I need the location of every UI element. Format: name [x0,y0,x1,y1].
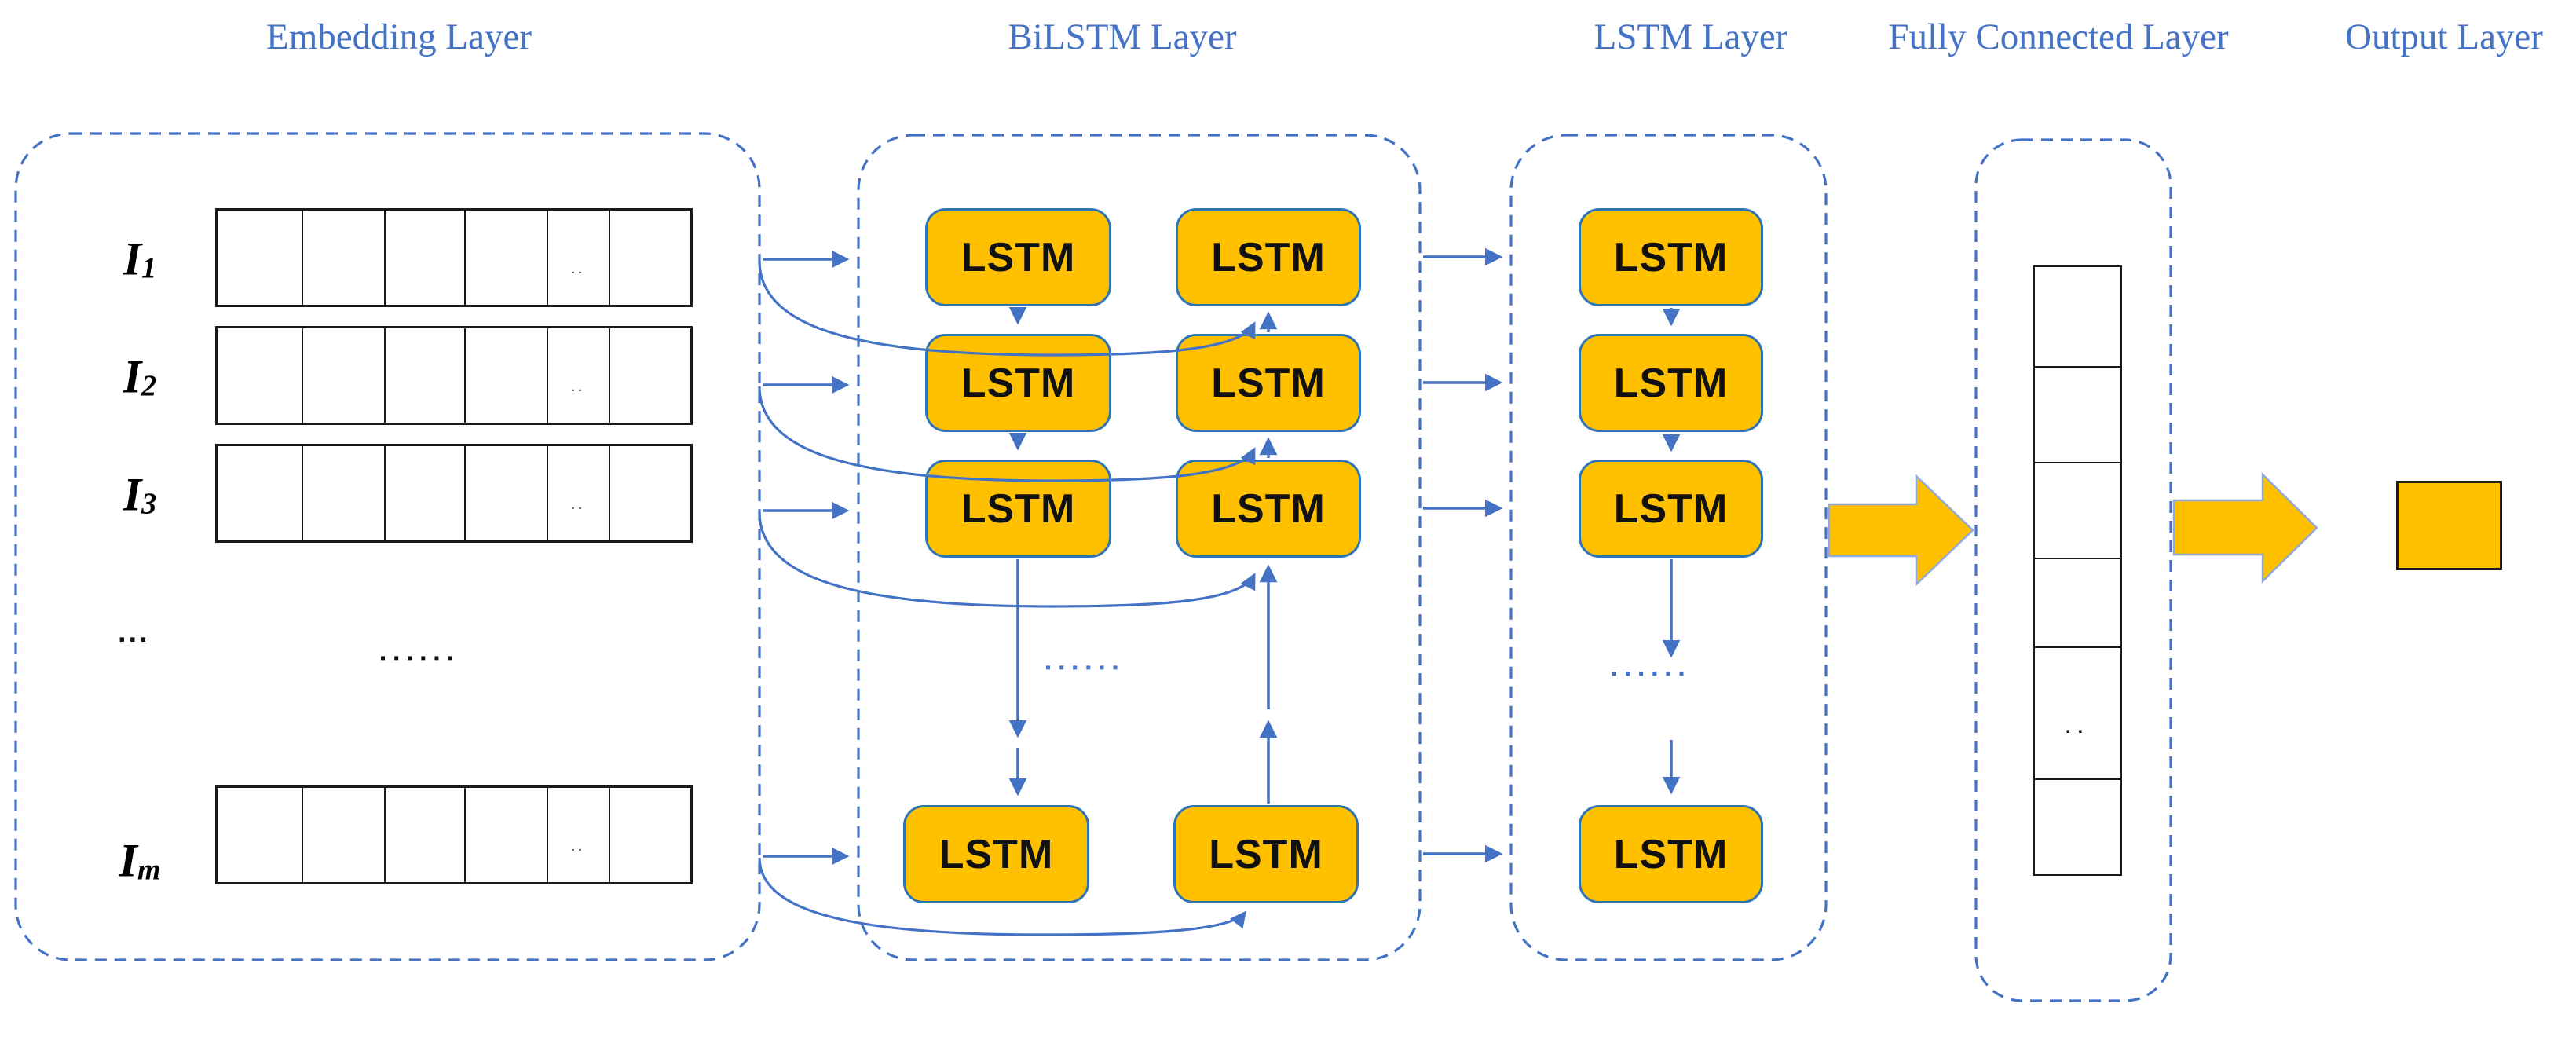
embedding-cell [386,328,466,423]
embedding-cell-ellipsis: .. [548,211,610,305]
embedding-cell [386,788,466,882]
embedding-cell [303,328,386,423]
embedding-labels-ellipsis: ... [118,616,150,649]
embedding-cell-ellipsis: .. [548,328,610,423]
label-base: I [123,468,142,521]
big-arrow-fc-to-output-icon [2172,472,2318,584]
fc-ellipsis-text: .. [2065,716,2091,738]
label-subscript: m [137,853,161,887]
lstm-box-2: LSTM [1579,334,1763,432]
embedding-cell [303,788,386,882]
label-base: I [119,834,137,887]
embedding-cell [466,788,548,882]
embedding-cell-ellipsis: .. [548,788,610,882]
embedding-cell [218,328,303,423]
embedding-cell [218,211,303,305]
fc-cell-ellipsis: .. [2033,646,2122,780]
embedding-cell [466,446,548,540]
embedding-row-label-m: Im [93,834,187,888]
embedding-cell [466,211,548,305]
embedding-row-label-3: I3 [93,468,187,522]
lstm-box-1: LSTM [1579,208,1763,306]
label-base: I [123,350,142,403]
fc-cell [2033,558,2122,648]
embedding-cell [218,788,303,882]
bilstm-forward-box-1: LSTM [925,208,1111,306]
bilstm-backward-box-1: LSTM [1176,208,1361,306]
fc-cell [2033,778,2122,876]
big-arrow-lstm-to-fc-icon [1828,474,1974,587]
embedding-cell [303,211,386,305]
cell-ellipsis-text: .. [571,498,586,512]
bilstm-backward-box-2: LSTM [1176,334,1361,432]
embedding-cell-ellipsis: .. [548,446,610,540]
embedding-layer-title: Embedding Layer [265,16,532,57]
embedding-cell [386,446,466,540]
label-subscript: 3 [141,487,157,521]
embedding-cell [218,446,303,540]
fc-cell [2033,462,2122,559]
cell-ellipsis-text: .. [571,840,586,854]
embedding-row-label-1: I1 [93,233,187,287]
lstm-layer-title: LSTM Layer [1594,16,1788,57]
embedding-rows-ellipsis-dots: ▪▪▪▪▪▪ [380,650,461,667]
lstm-box-3: LSTM [1579,460,1763,558]
bilstm-backward-box-3: LSTM [1176,460,1361,558]
bilstm-forward-box-3: LSTM [925,460,1111,558]
embedding-vector-row-m: .. [215,785,693,884]
bilstm-forward-box-m: LSTM [903,805,1089,903]
embedding-cell [610,446,690,540]
bilstm-ellipsis-dots: ▪▪▪▪▪▪ [1045,659,1126,676]
lstm-ellipsis-dots: ▪▪▪▪▪▪ [1612,665,1692,683]
output-node [2396,481,2502,570]
bilstm-layer-title: BiLSTM Layer [1008,16,1237,57]
embedding-cell [610,788,690,882]
embedding-vector-row-1: .. [215,208,693,307]
embedding-cell [303,446,386,540]
embedding-row-label-2: I2 [93,350,187,405]
fully-connected-layer-title: Fully Connected Layer [1888,16,2229,57]
label-subscript: 2 [141,369,157,403]
bilstm-forward-box-2: LSTM [925,334,1111,432]
cell-ellipsis-text: .. [571,380,586,394]
lstm-box-m: LSTM [1579,805,1763,903]
label-subscript: 1 [141,251,157,285]
cell-ellipsis-text: .. [571,262,586,276]
embedding-vector-row-3: .. [215,444,693,543]
embedding-vector-row-2: .. [215,326,693,425]
output-layer-title: Output Layer [2345,16,2543,57]
embedding-cell [466,328,548,423]
fc-cell [2033,265,2122,368]
label-base: I [123,233,142,285]
embedding-cell [610,328,690,423]
embedding-cell [386,211,466,305]
embedding-cell [610,211,690,305]
bilstm-backward-box-m: LSTM [1173,805,1359,903]
fc-cell [2033,366,2122,463]
